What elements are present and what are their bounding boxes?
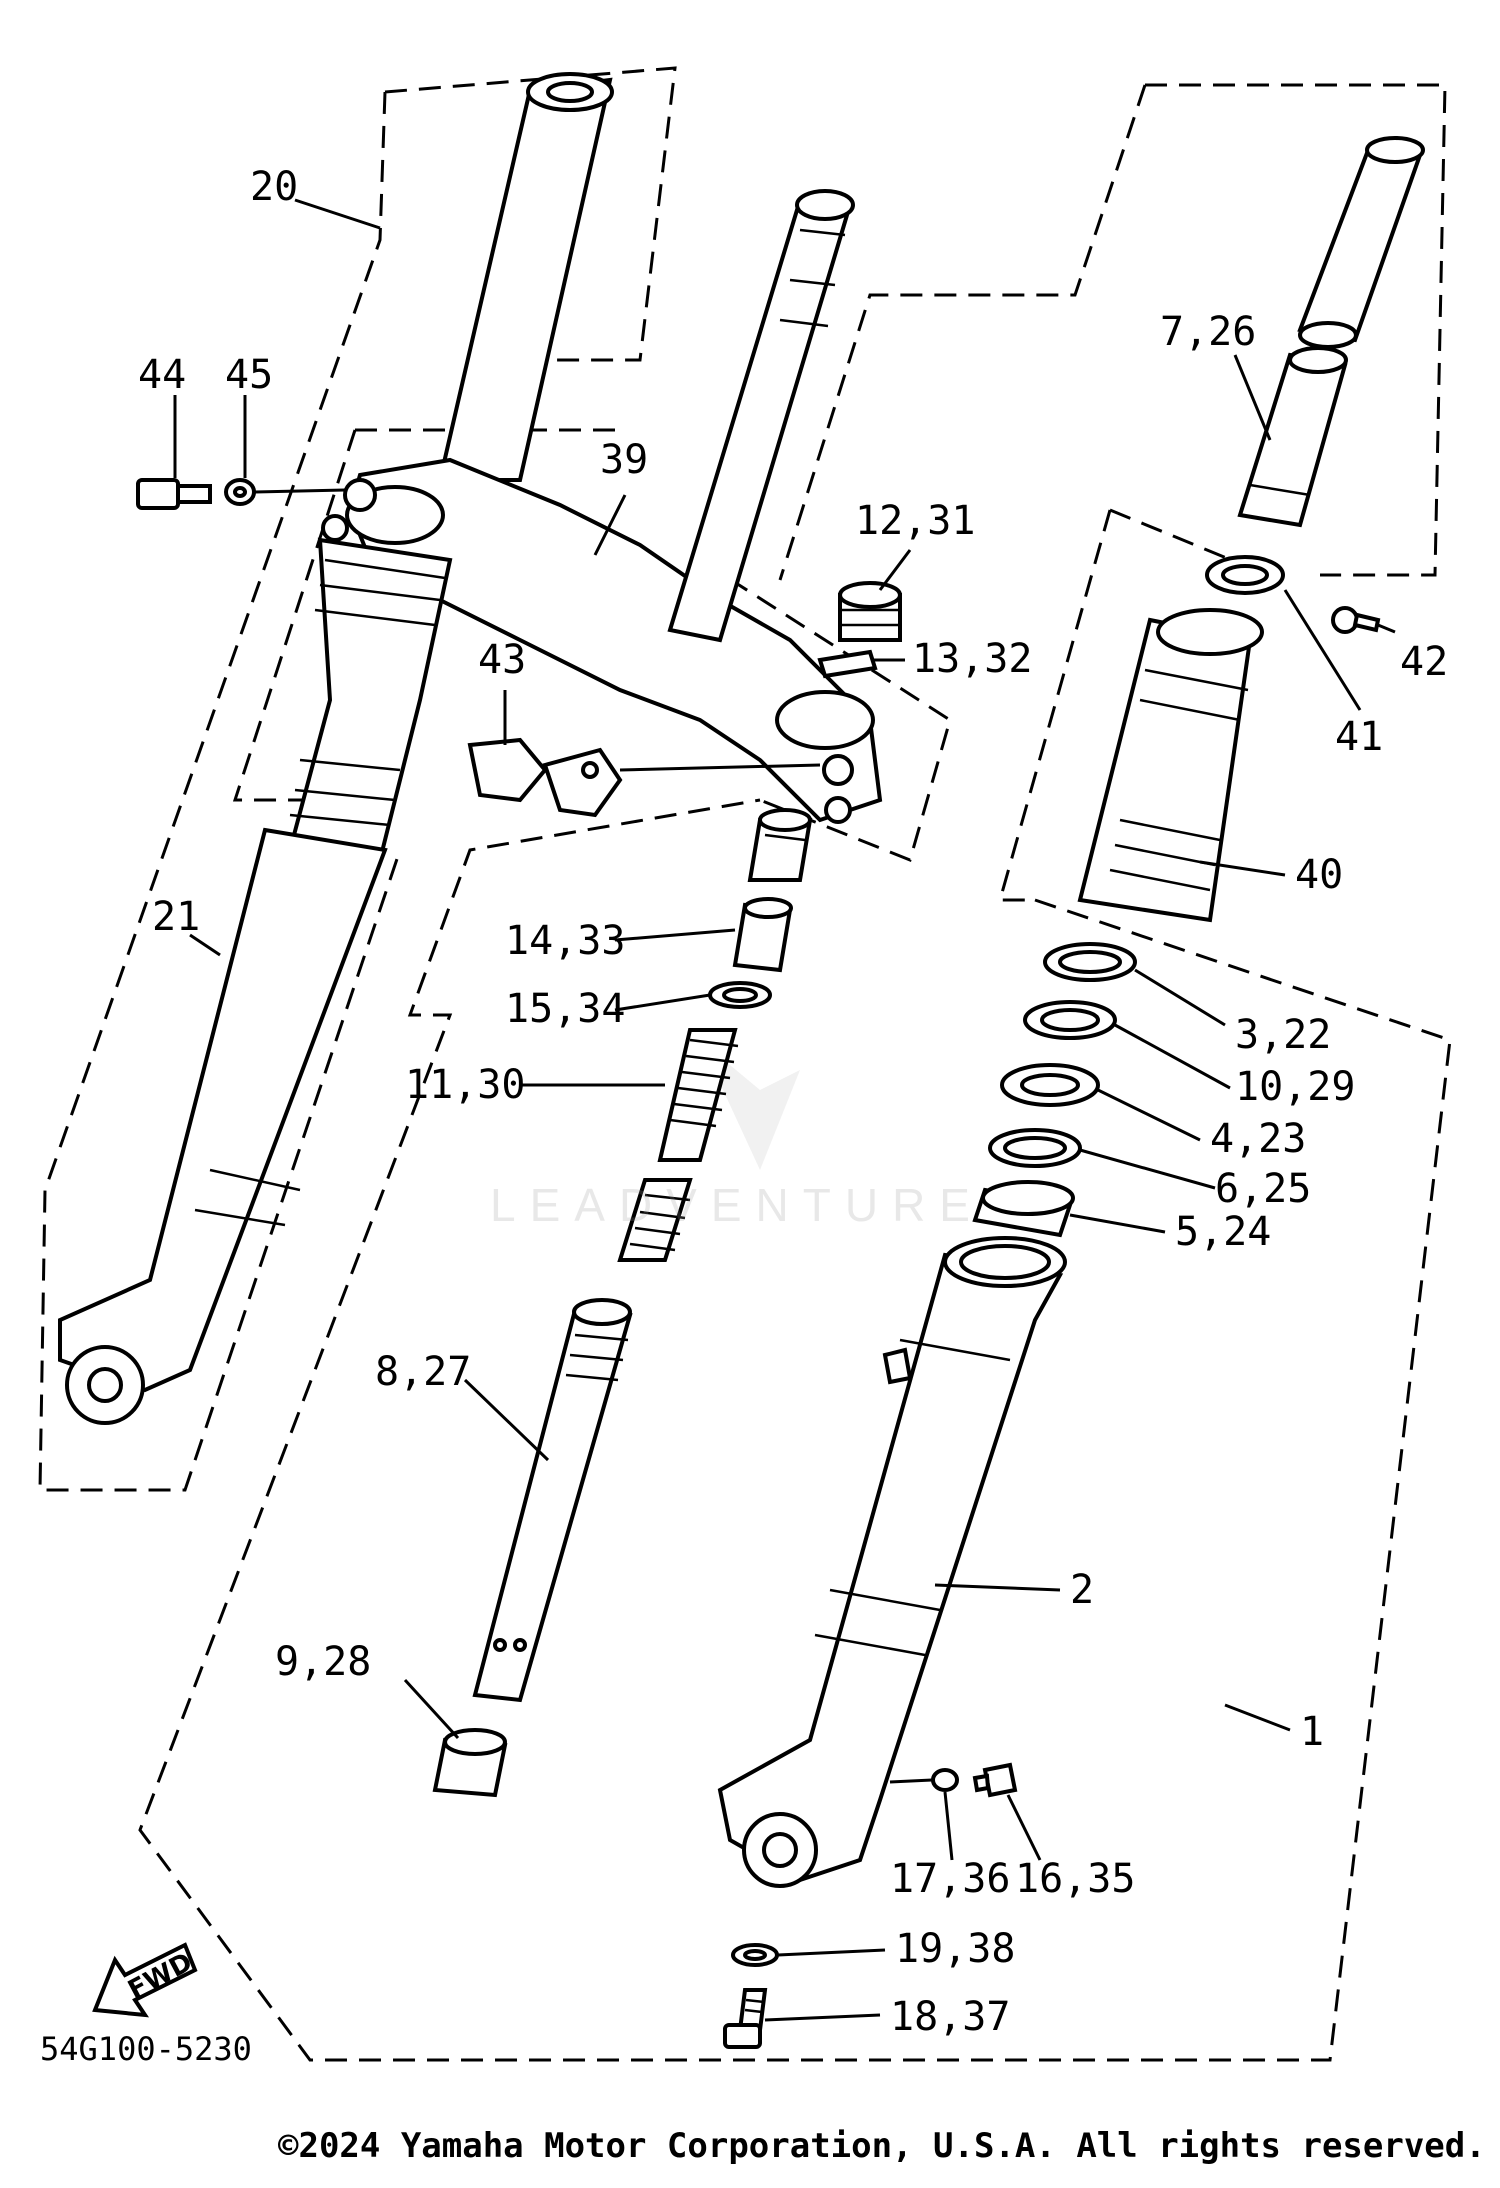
group-outline-left-fork — [38, 66, 677, 1492]
callout-15-34: 15,34 — [505, 986, 625, 1032]
fwd-arrow-icon: FWD — [92, 1942, 198, 2018]
o-ring-13-32 — [817, 649, 878, 679]
steering-stem — [667, 189, 855, 643]
slide-metal-5-24 — [972, 1180, 1075, 1238]
outer-tube-left — [58, 537, 453, 1425]
dust-seal-41 — [1205, 555, 1285, 595]
callout-1: 1 — [1300, 1709, 1324, 1755]
watermark-text: LEADVENTURE — [490, 1179, 984, 1231]
bolt-44 — [136, 478, 212, 510]
slide-metal-7-26 — [1237, 346, 1348, 528]
spacer-tube-right — [1297, 136, 1425, 349]
group-outline-main — [138, 798, 1452, 2062]
washer-19-38 — [731, 1943, 779, 1967]
screw-42 — [1331, 606, 1381, 634]
callout-5-24: 5,24 — [1175, 1209, 1271, 1255]
callout-8-27: 8,27 — [375, 1349, 471, 1395]
callout-11-30: 11,30 — [405, 1062, 525, 1108]
callout-42: 42 — [1400, 639, 1448, 685]
collar-14-33 — [732, 897, 793, 973]
oil-lock-piece-9-28 — [432, 1728, 508, 1798]
callout-40: 40 — [1295, 852, 1343, 898]
callout-19-38: 19,38 — [895, 1926, 1015, 1972]
callout-45: 45 — [225, 352, 273, 398]
callout-39: 39 — [600, 437, 648, 483]
callout-3-22: 3,22 — [1235, 1012, 1331, 1058]
outer-tube-right-2 — [717, 1236, 1067, 1888]
callout-2: 2 — [1070, 1567, 1094, 1613]
retaining-clip-3-22 — [1043, 942, 1137, 982]
callout-21: 21 — [152, 894, 200, 940]
brake-hose-holder-43 — [467, 737, 623, 818]
damper-rod-8-27 — [472, 1298, 633, 1703]
fork-boot-40 — [1077, 608, 1264, 923]
copyright-notice: ©2024 Yamaha Motor Corporation, U.S.A. A… — [278, 2126, 1486, 2166]
inner-fork-tube-left — [437, 72, 614, 482]
diagram-code: 54G100-5230 — [40, 2030, 252, 2068]
oil-seal-4-23 — [1000, 1063, 1100, 1107]
callout-4-23: 4,23 — [1210, 1116, 1306, 1162]
cap-bolt-12-31 — [838, 581, 902, 642]
washer-15-34 — [708, 981, 772, 1009]
fork-spring-11-30 — [617, 1028, 739, 1262]
oil-seal-10-29 — [1023, 1000, 1117, 1040]
callout-43: 43 — [478, 637, 526, 683]
gasket-17-36 — [931, 1768, 959, 1792]
washer-6-25 — [988, 1128, 1082, 1168]
callout-6-25: 6,25 — [1215, 1166, 1311, 1212]
callout-7-26: 7,26 — [1160, 309, 1256, 355]
group-outline-right-top — [778, 83, 1447, 581]
drain-bolt-16-35 — [972, 1762, 1018, 1798]
spacer-top-center — [747, 808, 813, 882]
callout-44: 44 — [138, 352, 186, 398]
callout-17-36: 17,36 — [890, 1856, 1010, 1902]
callout-41: 41 — [1335, 714, 1383, 760]
group-outline-bracket — [232, 428, 952, 863]
callout-12-31: 12,31 — [855, 498, 975, 544]
callout-18-37: 18,37 — [890, 1994, 1010, 2040]
callout-20: 20 — [250, 164, 298, 210]
callout-9-28: 9,28 — [275, 1639, 371, 1685]
callout-13-32: 13,32 — [912, 636, 1032, 682]
callout-10-29: 10,29 — [1235, 1064, 1355, 1110]
washer-45 — [224, 478, 256, 506]
callout-14-33: 14,33 — [505, 918, 625, 964]
bolt-18-37 — [723, 1988, 768, 2049]
callout-16-35: 16,35 — [1015, 1856, 1135, 1902]
